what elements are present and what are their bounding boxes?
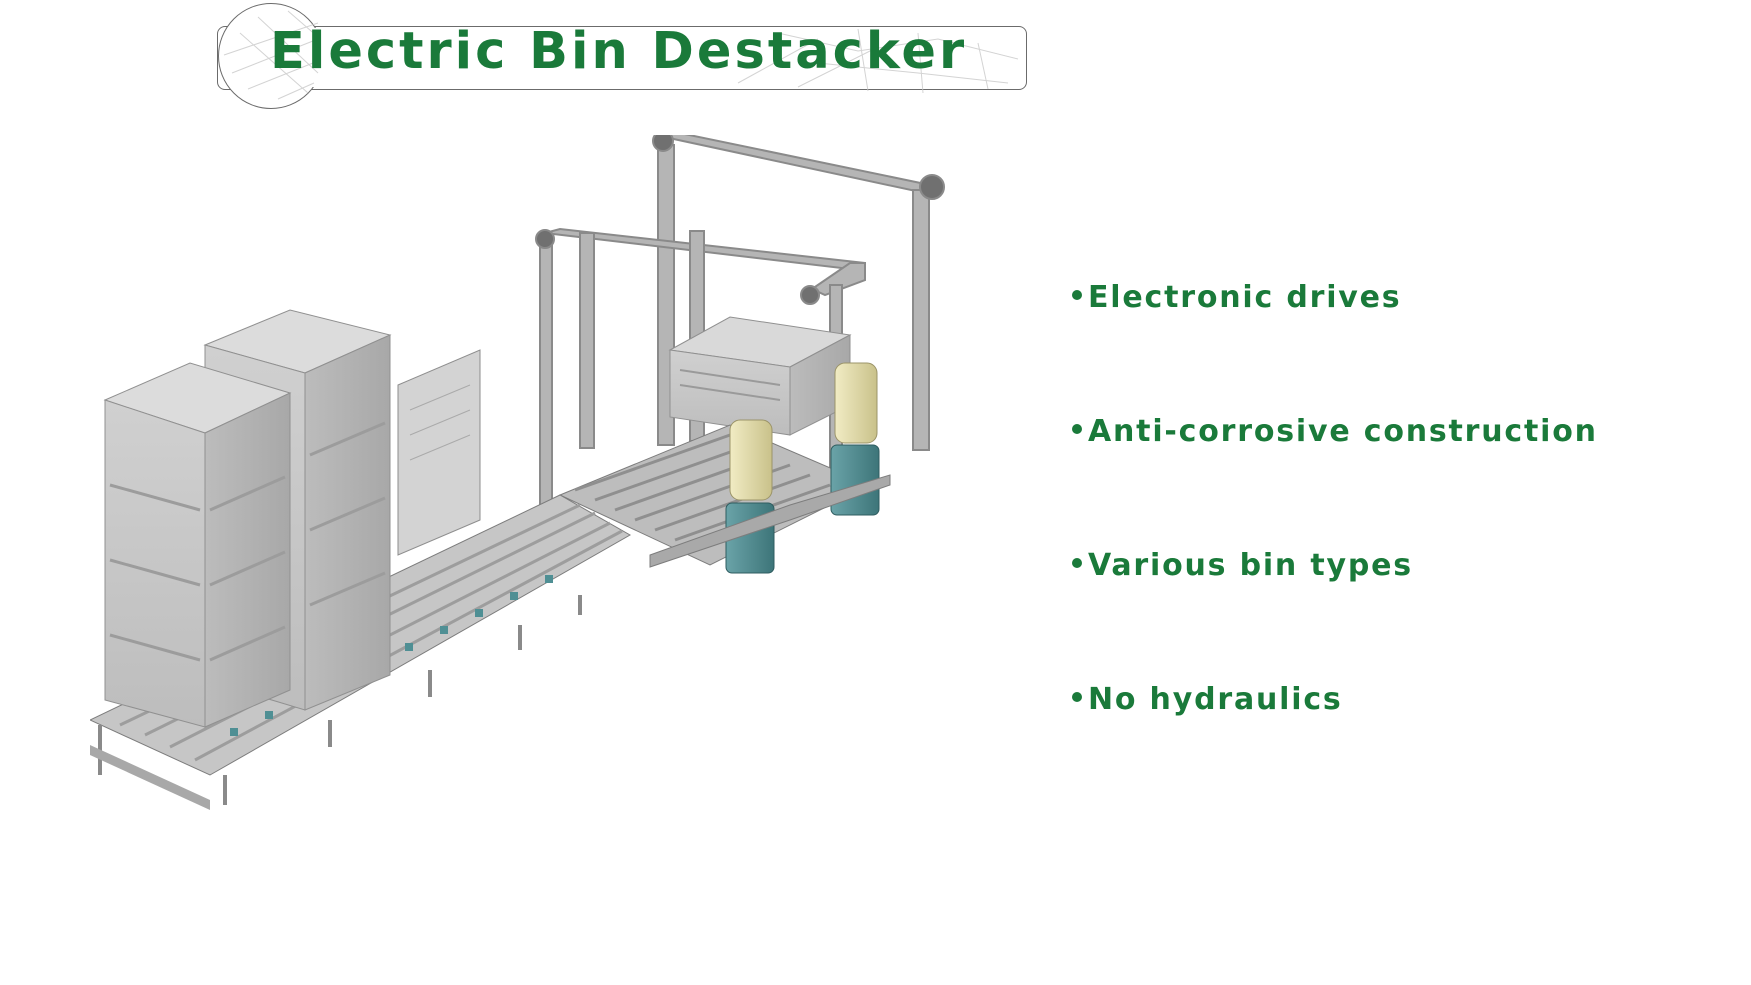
bin-destacker-machine-illustration xyxy=(90,135,945,810)
feature-item: Anti-corrosive construction xyxy=(1072,414,1598,449)
blueprint-sketch-decoration xyxy=(223,10,1019,100)
bin-stack-front xyxy=(103,362,292,728)
feature-item: No hydraulics xyxy=(1072,682,1343,717)
title-banner-cover xyxy=(232,28,352,87)
title-banner xyxy=(217,26,1027,90)
bullet-dot-icon xyxy=(1072,423,1082,434)
bullet-dot-icon xyxy=(1072,557,1082,568)
guard-panel xyxy=(397,349,481,556)
feature-item: Electronic drives xyxy=(1072,280,1401,315)
middle-lift-frame xyxy=(535,227,866,520)
bullet-dot-icon xyxy=(1072,289,1082,300)
page-title: Electric Bin Destacker xyxy=(270,22,968,81)
drive-motor-left xyxy=(725,419,775,574)
lifted-bin xyxy=(668,316,852,436)
bullet-dot-icon xyxy=(1072,691,1082,702)
feature-item: Various bin types xyxy=(1072,548,1413,583)
